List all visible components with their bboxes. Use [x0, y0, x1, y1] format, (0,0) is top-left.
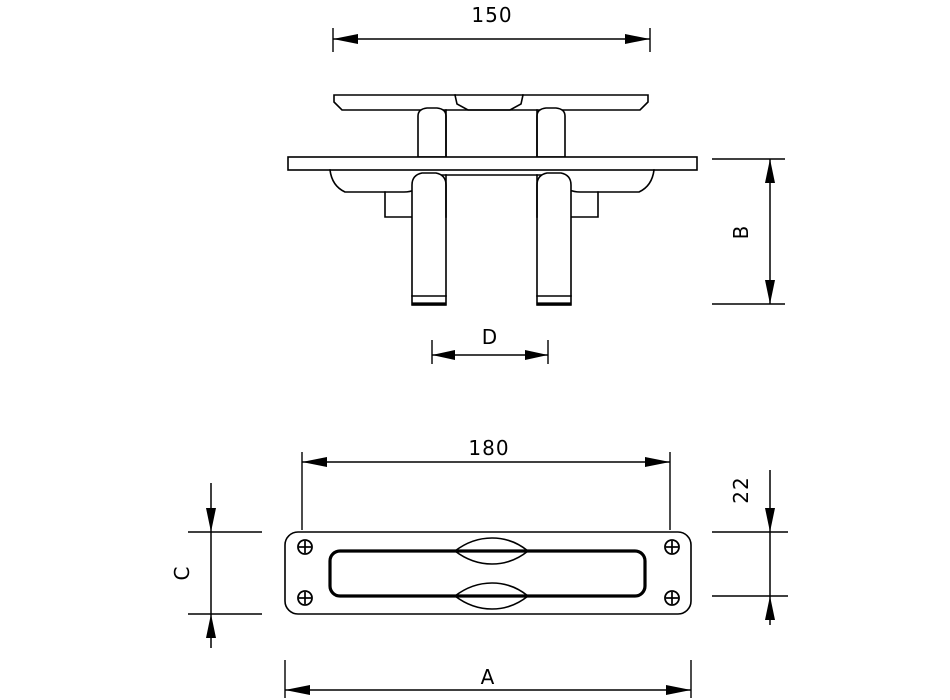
arrow-right: [645, 457, 670, 467]
backplate-outline: [284, 531, 692, 615]
neck-left: [417, 107, 447, 158]
dimension-180: 180: [301, 436, 671, 530]
dimension-22-label: 22: [729, 476, 753, 503]
arrow-right: [525, 350, 548, 360]
arrow-top: [765, 159, 775, 183]
stud-right: [536, 172, 572, 306]
screw-bottom-left: [297, 590, 313, 606]
neck-right: [536, 107, 566, 158]
dimension-D-label: D: [482, 325, 498, 349]
dimension-B-label: B: [729, 225, 753, 240]
lens-upper: [453, 537, 530, 565]
body-taper: [329, 169, 655, 193]
arrow-right: [666, 685, 691, 695]
dimension-C-label: C: [170, 566, 194, 581]
handle-bar: [333, 94, 649, 111]
plan-view: [284, 531, 692, 615]
lens-lower: [453, 582, 530, 610]
elevation-section-view: [287, 94, 698, 306]
screw-bottom-right: [664, 590, 680, 606]
arrow-left: [432, 350, 455, 360]
shoulder-left: [384, 191, 413, 218]
dimension-D: D: [431, 325, 549, 364]
arrow-top: [206, 508, 216, 532]
shoulder-right: [570, 191, 599, 218]
dimension-B: B: [712, 158, 785, 305]
arrow-bottom: [765, 596, 775, 620]
dimension-A: A: [284, 660, 692, 698]
arrow-left: [333, 34, 358, 44]
dimension-A-label: A: [481, 665, 496, 689]
dimension-C: C: [170, 483, 262, 648]
arrow-bottom: [765, 280, 775, 304]
dimension-22: 22: [712, 470, 788, 625]
mounting-plate-edge: [287, 156, 698, 171]
arrow-left: [285, 685, 310, 695]
dimension-180-label: 180: [468, 436, 509, 460]
screw-top-left: [297, 539, 313, 555]
arrow-top: [765, 508, 775, 532]
stud-left: [411, 172, 447, 306]
arrow-right: [625, 34, 650, 44]
screw-top-right: [664, 539, 680, 555]
handle-bar-recess: [454, 94, 524, 111]
pull-slot: [328, 549, 647, 598]
arrow-bottom: [206, 614, 216, 638]
dimension-150-label: 150: [471, 3, 512, 27]
arrow-left: [302, 457, 327, 467]
dimension-150: 150: [332, 3, 651, 52]
